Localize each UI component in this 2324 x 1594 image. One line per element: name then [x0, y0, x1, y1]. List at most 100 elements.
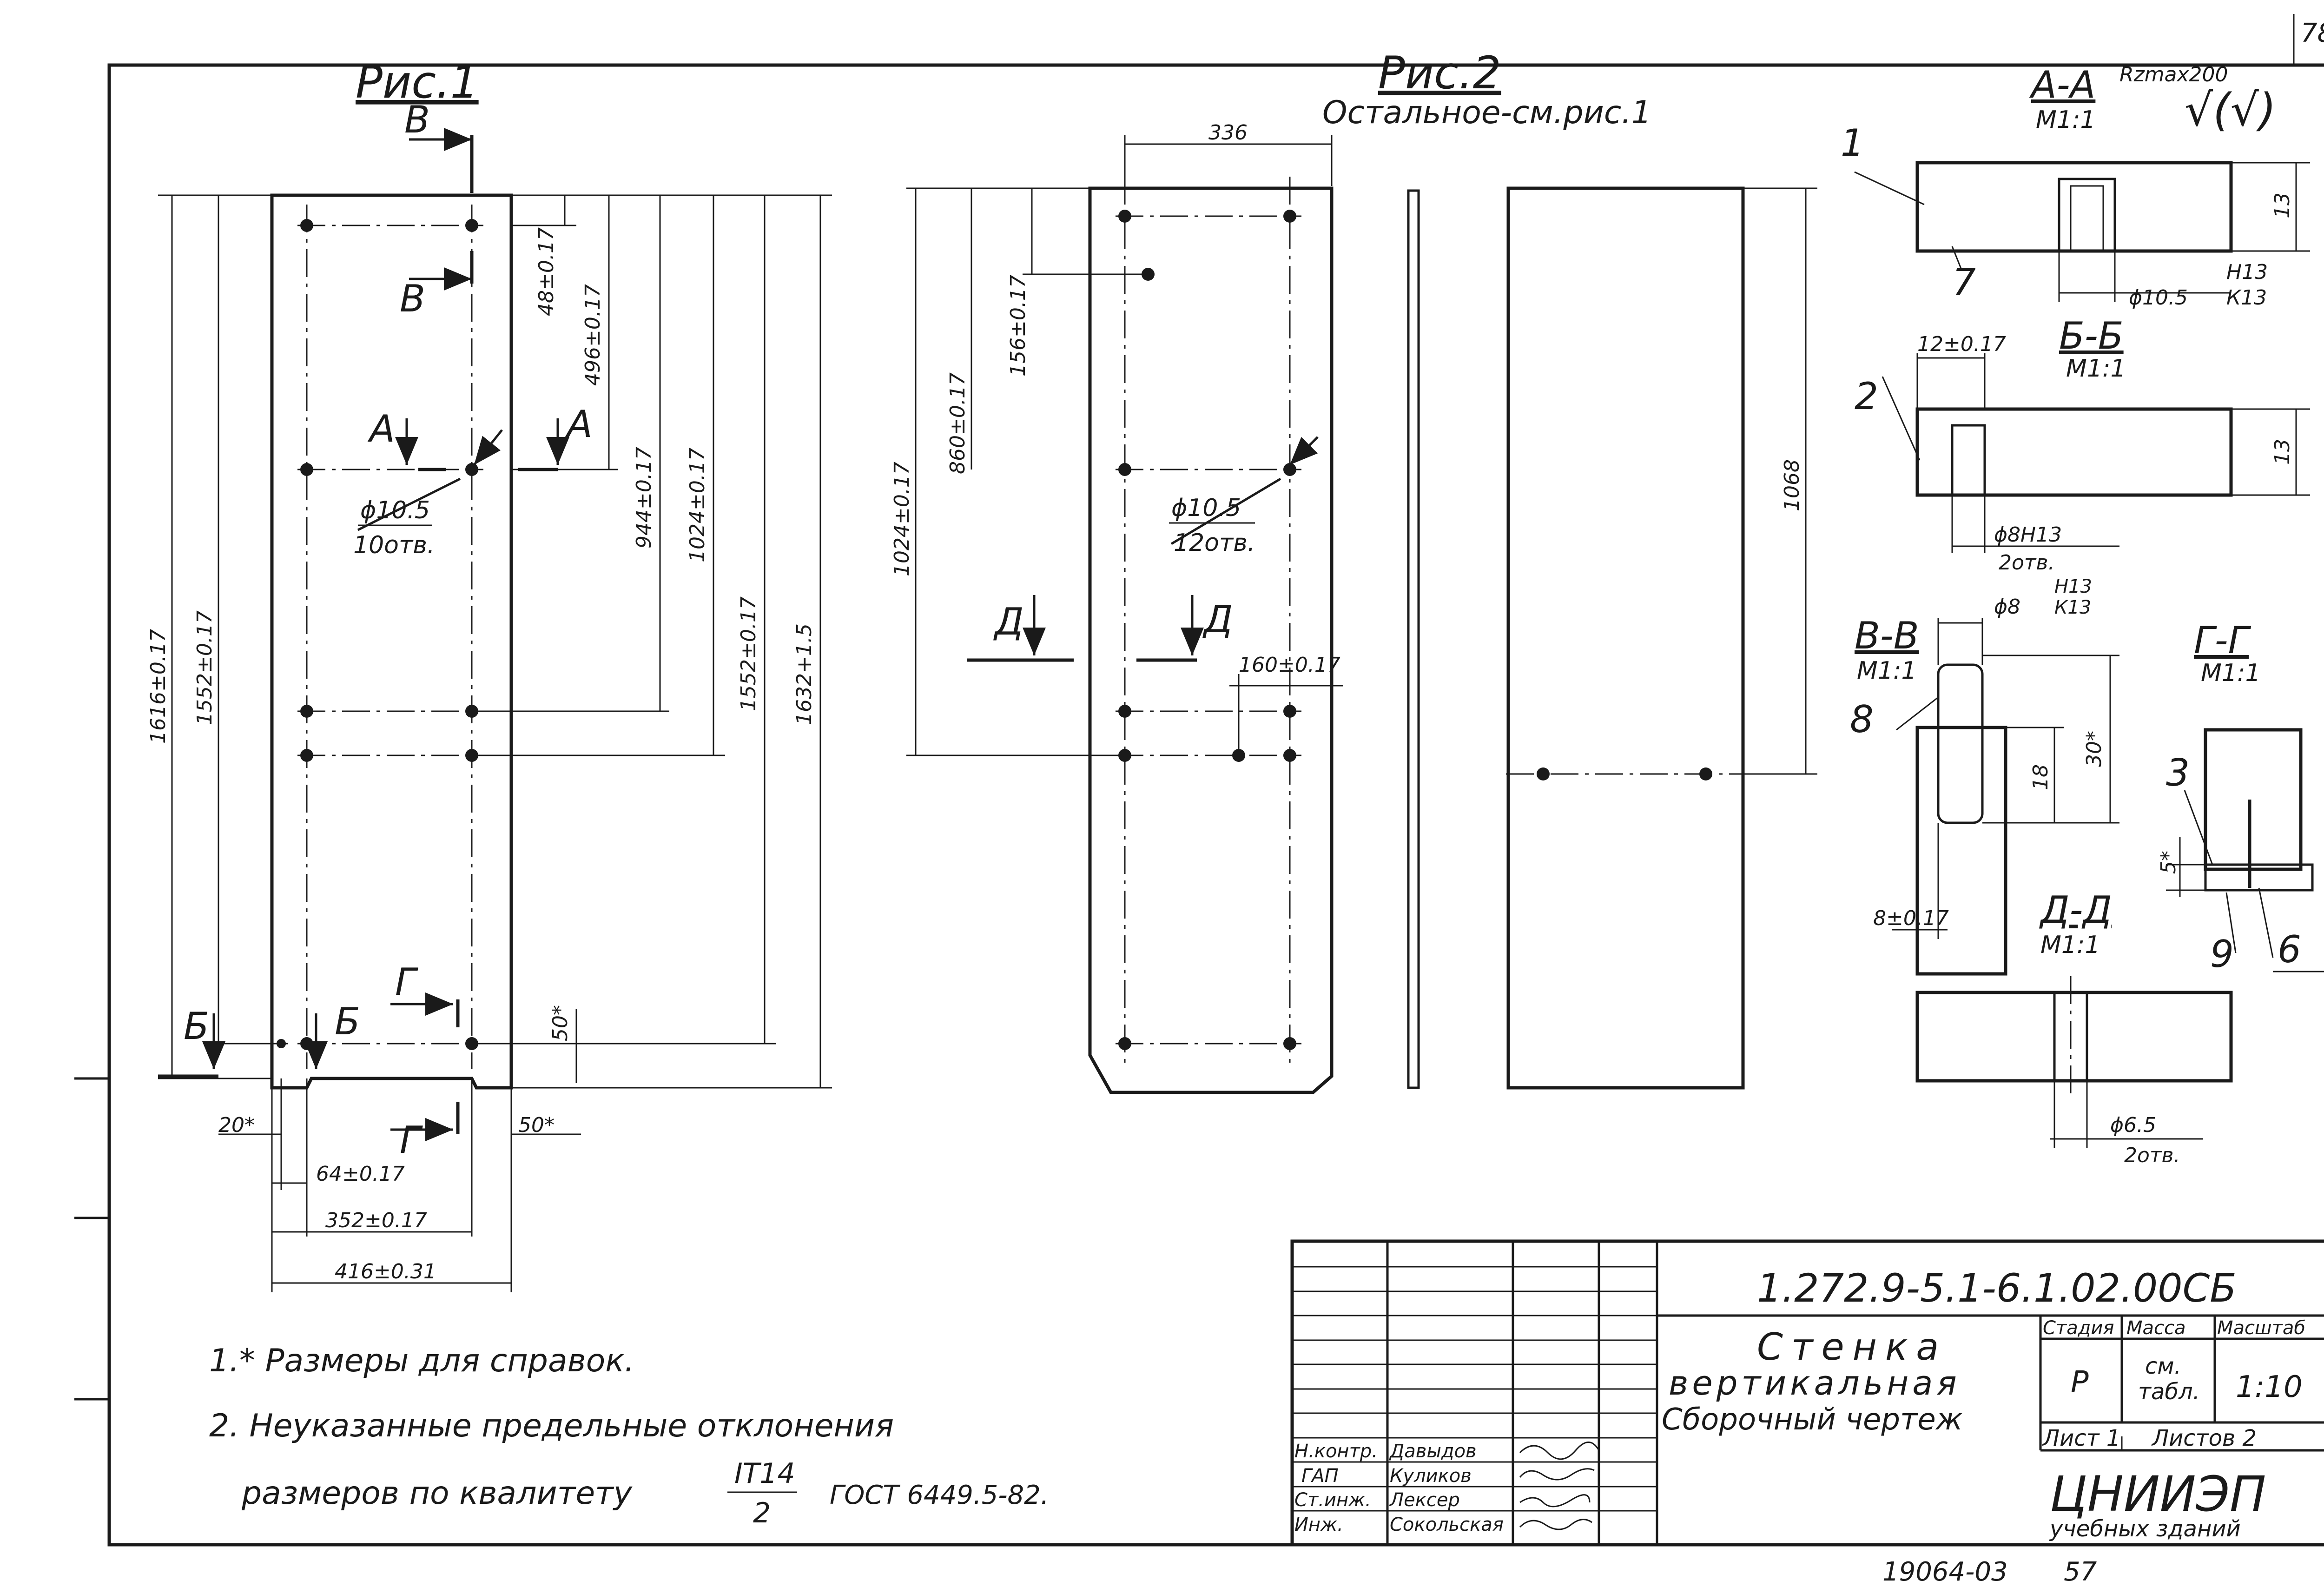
section-bb-d13: 13: [2271, 439, 2294, 465]
col-stage: Стадия: [2043, 1317, 2114, 1339]
section-mark-v-top: В: [404, 98, 430, 141]
section-aa: А-А М1:1 13 ϕ10.5 Н13 К13 1 7: [1841, 63, 2310, 310]
dim-64: 64±0.17: [316, 1162, 405, 1186]
dim-1552-left: 1552±0.17: [193, 610, 217, 725]
section-dd-count: 2отв.: [2124, 1144, 2180, 1167]
figure-2: Рис.2 Остальное-см.рис.1: [890, 47, 1651, 1094]
fig2-hole-count: 12отв.: [1174, 529, 1255, 557]
drawing-frame: [107, 63, 2324, 1547]
position-3: 3: [2166, 751, 2190, 794]
section-dd-title: Д-Д: [2039, 888, 2112, 932]
dim-1024: 1024±0.17: [686, 448, 709, 562]
section-vv: В-В М1:1 ϕ8 Н13 К13 18 30* 8±0.17 8: [1850, 576, 2119, 976]
note-1: 1.* Размеры для справок.: [209, 1343, 634, 1379]
note-fraction-bottom: 2: [753, 1497, 771, 1529]
section-vv-title: В-В: [1855, 614, 1919, 657]
organization-subtitle: учебных зданий: [2049, 1516, 2241, 1542]
mass-value-1: см.: [2145, 1353, 2181, 1379]
section-bb: Б-Б М1:1 12±0.17 13 ϕ8Н13 2отв. 2: [1855, 314, 2310, 575]
section-aa-hole: ϕ10.5: [2129, 286, 2188, 310]
section-mark-d-left: Д: [993, 600, 1024, 643]
dim-160: 160±0.17: [1239, 653, 1340, 677]
section-vv-fit-top: Н13: [2054, 576, 2092, 597]
dim-156: 156±0.17: [1006, 275, 1030, 377]
fig1-hole-label: ϕ10.5: [360, 496, 430, 524]
title-name-1: Стенка: [1757, 1325, 1947, 1369]
fig1-hole-count: 10отв.: [353, 531, 435, 559]
col-scale: Масштаб: [2217, 1317, 2305, 1339]
title-block: 1.272.9-5.1-6.1.02.00СБ Стенка вертикаль…: [1290, 1239, 2324, 1547]
section-bb-title: Б-Б: [2059, 314, 2124, 357]
dim-860: 860±0.17: [946, 372, 970, 474]
dim-1616: 1616±0.17: [146, 629, 170, 744]
position-9: 9: [2210, 933, 2234, 976]
signatures: [1519, 1442, 1600, 1530]
figure-1: Рис.1 В В А А ϕ: [146, 56, 832, 1292]
section-dd: Д-Д М1:1 ϕ6.5 2отв.: [1915, 888, 2233, 1167]
title-name-3: Сборочный чертеж: [1662, 1402, 1963, 1437]
section-mark-b-right: Б: [335, 1000, 360, 1043]
dim-944: 944±0.17: [632, 447, 656, 549]
page-number: 786: [2301, 18, 2324, 48]
role-name: Давыдов: [1389, 1441, 1477, 1462]
section-vv-d18: 18: [2029, 764, 2053, 790]
note-gost: ГОСТ 6449.5-82.: [830, 1480, 1049, 1510]
section-gg-d5: 5*: [2157, 851, 2180, 874]
position-8: 8: [1850, 698, 1874, 741]
section-mark-d-right: Д: [1202, 598, 1233, 641]
section-vv-scale: М1:1: [1857, 657, 1917, 685]
dim-416: 416±0.31: [335, 1260, 436, 1283]
section-bb-count: 2отв.: [1999, 551, 2054, 575]
organization-name: ЦНИИЭП: [2050, 1466, 2266, 1522]
section-aa-scale: М1:1: [2036, 106, 2096, 134]
section-mark-v-bottom: В: [400, 277, 425, 320]
position-6: 6: [2278, 928, 2301, 971]
fig1-title: Рис.1: [356, 56, 479, 108]
mass-value-2: табл.: [2138, 1379, 2200, 1405]
fig2-subtitle: Остальное-см.рис.1: [1322, 94, 1651, 131]
section-aa-d13: 13: [2271, 192, 2294, 218]
roughness-check-symbol: √(√): [2185, 84, 2276, 136]
dim-1024-fig2: 1024±0.17: [890, 462, 914, 576]
section-mark-b-left: Б: [184, 1005, 209, 1048]
position-1: 1: [1841, 121, 1864, 165]
role-label: Н.контр.: [1294, 1441, 1378, 1462]
section-mark-a-left: А: [367, 407, 395, 450]
dim-496: 496±0.17: [581, 284, 605, 386]
note-fraction-top: IT14: [734, 1457, 795, 1490]
section-bb-scale: М1:1: [2066, 355, 2126, 383]
role-name: Куликов: [1390, 1465, 1472, 1487]
role-label: ГАП: [1301, 1465, 1339, 1487]
note-2-line-2: размеров по квалитету: [241, 1475, 633, 1512]
dim-50-a: 50*: [548, 1005, 572, 1041]
section-vv-d8: 8±0.17: [1873, 906, 1949, 930]
position-7: 7: [1952, 261, 1976, 304]
document-code: 1.272.9-5.1-6.1.02.00СБ: [1757, 1265, 2237, 1311]
sheets-total: Листов 2: [2151, 1425, 2257, 1451]
role-label: Инж.: [1294, 1514, 1343, 1535]
position-2: 2: [1855, 375, 1878, 418]
dim-20: 20*: [218, 1113, 255, 1137]
dim-48: 48±0.17: [535, 227, 558, 316]
note-2-line-1: 2. Неуказанные предельные отклонения: [209, 1408, 894, 1444]
section-aa-title: А-А: [2029, 63, 2095, 106]
dim-1632: 1632+1.5: [792, 623, 816, 725]
bottom-number-2: 57: [2064, 1557, 2097, 1587]
title-name-2: вертикальная: [1669, 1363, 1961, 1402]
section-mark-g-top: Г: [395, 960, 418, 1004]
dim-1552-right: 1552±0.17: [737, 596, 760, 711]
section-gg-scale: М1:1: [2201, 659, 2261, 687]
bottom-number: 19064-03: [1882, 1557, 2008, 1587]
sheet-number: Лист 1: [2042, 1425, 2120, 1451]
role-name: Лексер: [1389, 1489, 1460, 1511]
fig1-holes: [277, 219, 478, 1050]
edge-view: [1407, 189, 1420, 1089]
section-bb-hole: ϕ8Н13: [1994, 523, 2062, 547]
notes: 1.* Размеры для справок. 2. Неуказанные …: [209, 1343, 1049, 1529]
side-view: 1068: [1506, 186, 1817, 1090]
section-mark-g-bottom: Г: [400, 1118, 423, 1162]
section-aa-fit-top: Н13: [2226, 260, 2268, 284]
section-gg: Г-Г М1:1 5* 3 9 6: [2157, 619, 2324, 976]
role-label: Ст.инж.: [1294, 1489, 1371, 1511]
